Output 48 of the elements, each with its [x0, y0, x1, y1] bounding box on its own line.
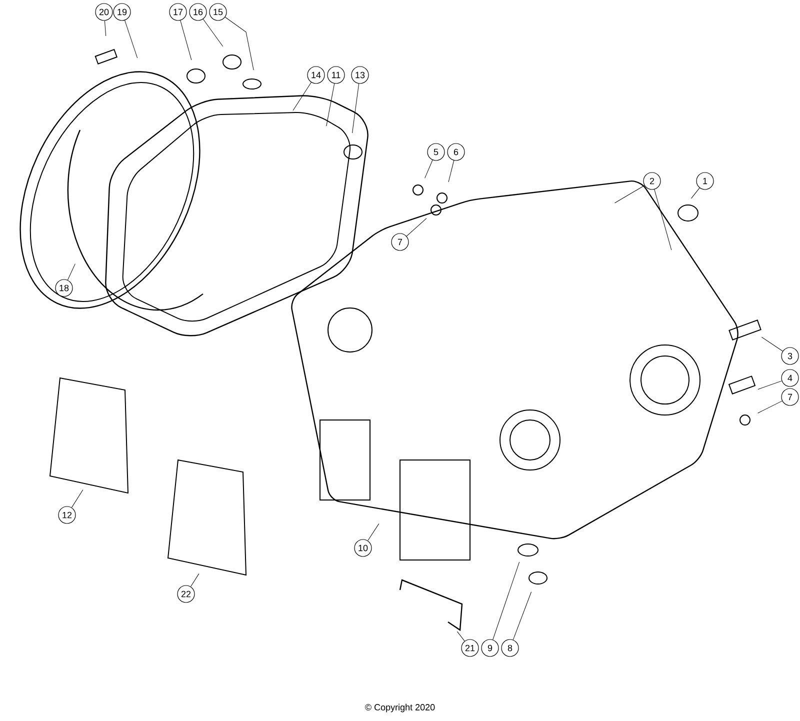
callout-number: 15 [209, 3, 227, 21]
leader-line [368, 523, 380, 541]
leader-line [691, 188, 700, 199]
callout-number: 7 [391, 233, 409, 251]
leader-line [224, 16, 254, 70]
leader-line [614, 185, 645, 204]
callout-number: 8 [501, 639, 519, 657]
callout-number: 13 [351, 66, 369, 84]
leader-line [71, 489, 84, 508]
callout-number: 2 [643, 172, 661, 190]
callout-number: 17 [169, 3, 187, 21]
leader-line [654, 189, 672, 250]
callout-number: 19 [113, 3, 131, 21]
copyright-note: © Copyright 2020 [365, 704, 435, 712]
leader-line [202, 18, 224, 47]
leader-line [352, 83, 360, 134]
leader-line [492, 562, 520, 640]
leader-line [512, 592, 532, 640]
callout-number: 21 [461, 639, 479, 657]
callout-number: 7 [781, 388, 799, 406]
callout-number: 22 [177, 585, 195, 603]
leader-line [424, 160, 433, 178]
callout-number: 1 [696, 172, 714, 190]
callout-number: 20 [95, 3, 113, 21]
leader-line [67, 264, 76, 280]
leader-line [406, 218, 427, 236]
callout-number: 16 [189, 3, 207, 21]
callout-number: 11 [327, 66, 345, 84]
callout-number: 12 [58, 506, 76, 524]
callout-number: 18 [55, 279, 73, 297]
callout-number: 5 [427, 143, 445, 161]
leader-line [758, 380, 782, 390]
leader-line [758, 400, 782, 414]
callout-number: 6 [447, 143, 465, 161]
leader-line [761, 336, 783, 352]
leader-line [326, 83, 335, 126]
leader-line [180, 20, 192, 60]
leader-line [448, 160, 454, 182]
leader-line [124, 20, 138, 58]
callout-number: 9 [481, 639, 499, 657]
leader-line [292, 82, 312, 111]
callout-number: 4 [781, 369, 799, 387]
callout-number: 3 [781, 347, 799, 365]
leader-line [104, 20, 106, 36]
callout-number: 10 [354, 539, 372, 557]
callout-number: 14 [307, 66, 325, 84]
leader-line [456, 631, 465, 642]
leader-line [190, 573, 200, 587]
